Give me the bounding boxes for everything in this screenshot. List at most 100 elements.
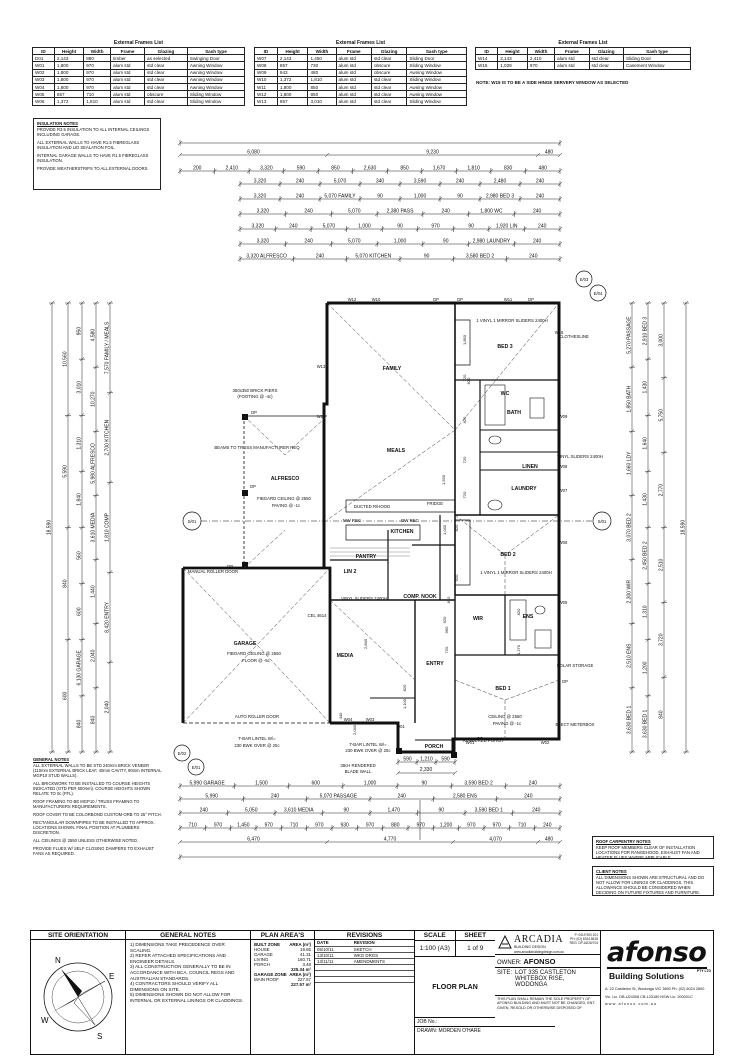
dimension-label: 3,320 <box>254 179 267 185</box>
area-row: 225.34 m² <box>254 967 311 972</box>
inner-dimension-label: 820 <box>454 524 459 531</box>
dimension-label: 240 <box>543 823 552 829</box>
client-notes: CLIENT NOTES ALL DIMENSIONS SHOWN ARE ST… <box>592 866 714 896</box>
annotation-mw-rec: MW REC <box>343 518 361 523</box>
dimension-label: 2,980 LAUNDRY <box>473 239 511 245</box>
title-general-note: 1) DIMENSIONS TAKE PRECEDENCE OVER SCALI… <box>130 942 225 953</box>
revision-cell <box>351 964 414 971</box>
drawn-value: MORDEN O'HARE <box>438 1028 481 1034</box>
room-label-meals: MEALS <box>387 448 406 454</box>
arcadia-sub: BUILDING DESIGN <box>514 945 546 949</box>
dimension-label: 9,230 <box>426 150 439 156</box>
dimension-label: 970 <box>467 823 476 829</box>
dimension-label: 90 <box>457 194 463 200</box>
area-cell: LIVING <box>254 957 269 962</box>
dimension-label: 18,590 <box>47 520 53 536</box>
dimension-label: 970 <box>366 823 375 829</box>
brand-address: A: 22 Castleton St, Wodonga VIC 3690 Ph:… <box>605 987 705 991</box>
dimension-label: 240 <box>456 179 465 185</box>
dimension-label: 600 <box>312 781 321 787</box>
dimension-label: 3,320 <box>260 166 273 172</box>
dimension-label: 3,610 MEDIA <box>91 512 97 542</box>
dimension-label: 5,990 <box>205 794 218 800</box>
dimension-label: 240 <box>538 224 547 230</box>
annotation-vinyl-ldy: VINYL SLIDERS 2400H <box>557 454 603 459</box>
title-general-note: 2) REFER ATTACHED SPECIFICATIONS AND ENG… <box>130 953 226 964</box>
site-row: SITE:LOT 335 CASTLETON WHITEBOX RISE, WO… <box>495 968 600 996</box>
dimension-label: 3,070 BED 2 <box>627 513 633 542</box>
window-label: DP <box>433 297 439 302</box>
general-notes-title: GENERAL NOTES <box>33 757 69 762</box>
dimension-label: 240 <box>304 209 313 215</box>
dimension-label: 90 <box>468 224 474 230</box>
area-row: 227.57 m² <box>254 982 311 987</box>
annotation-tbar1b: 230 BWK OVER @ 25c <box>234 743 280 748</box>
compass-n: N <box>55 956 61 965</box>
area-cell: 41.31 <box>300 952 311 957</box>
roof-carpentry-title: ROOF CARPENTRY NOTES <box>596 839 651 844</box>
frames-cell: std clear <box>588 61 624 70</box>
revision-cell: 13/10/11 <box>315 952 352 959</box>
dimension-label: 6,470 <box>247 837 260 843</box>
room-label-media: MEDIA <box>337 653 354 659</box>
annotation-e03: E/03 <box>580 277 589 282</box>
inner-dimension-label: 920 <box>454 574 459 581</box>
window-label: W14 <box>317 414 326 419</box>
revision-cell <box>351 976 414 983</box>
area-cell: 3.48 <box>302 962 311 967</box>
dimension-label: 5,070 KITCHEN <box>355 254 391 260</box>
owner-label: OWNER: <box>497 960 522 966</box>
dimension-label: 2,380 PASS <box>387 209 415 215</box>
dimension-label: 240 <box>296 194 305 200</box>
revision-cell: WKG DRGS <box>351 952 414 959</box>
dimension-label: 200 <box>193 166 202 172</box>
inner-dimension-label: 720 <box>444 646 449 653</box>
annotation-manual-door: MANUAL ROLLER DOOR <box>188 569 238 574</box>
frames-cell: Swinging Door <box>186 54 246 63</box>
room-label-entry: ENTRY <box>426 661 444 667</box>
annotation-solar: SOLAR STORAGE <box>557 663 594 668</box>
dimension-label: 2,330 <box>420 767 433 773</box>
dimension-label: 7,570 FAMILY / MEALS <box>105 321 111 374</box>
general-note: PROVIDE FLUES W/ SELF CLOSING DAMPERS TO… <box>33 846 154 856</box>
insulation-title: INSULATION NOTES <box>37 121 78 126</box>
dimension-label: 240 <box>524 794 533 800</box>
dimension-label: 240 <box>529 781 538 787</box>
dimension-label: 1,670 <box>433 166 446 172</box>
dimension-label: 4,580 <box>91 329 97 342</box>
inner-dimension-label: 820 <box>516 608 521 615</box>
annotation-tbar1: T-BAR LINTEL W/= <box>238 736 276 741</box>
revision-cell: AMENDMENTS <box>351 958 414 965</box>
dimension-label: 240 <box>271 794 280 800</box>
plan-areas-title: PLAN AREA'S <box>251 931 314 940</box>
brand-sub: Building Solutions <box>609 971 685 981</box>
general-note: ALL CEILINGS @ 2550 UNLESS OTHERWISE NOT… <box>33 838 139 843</box>
dimension-label: 5,070 <box>348 209 361 215</box>
brand-panel: afonso Building Solutions PTY LTD A: 22 … <box>601 931 715 1054</box>
revision-cell <box>315 970 352 977</box>
dimension-label: 240 <box>316 254 325 260</box>
frames-cell: Sliding Window <box>186 97 246 106</box>
dimension-label: 6,080 <box>247 150 260 156</box>
dimension-label: 1,000 <box>414 194 427 200</box>
window-label: W11 <box>504 297 513 302</box>
frames-cell: std clear <box>588 54 624 63</box>
window-label: DP <box>251 410 257 415</box>
dimension-tick <box>535 839 541 845</box>
dimension-label: 240 <box>200 808 209 814</box>
dimension-label: 18,590 <box>681 520 687 536</box>
dimension-label: 2,580 ENS <box>453 794 478 800</box>
dimension-label: 2,040 <box>91 649 97 662</box>
frames-title-2: External Frames List <box>335 40 386 46</box>
room-label-laundry: LAUNDRY <box>511 486 537 492</box>
dimension-label: 1,500 <box>255 781 268 787</box>
annotation-beams: BEAMS TO TRUSS MANUFACTURER REQ <box>214 445 300 450</box>
dimension-tick <box>324 839 330 845</box>
dimension-label: 840 <box>659 710 665 719</box>
window-label: W13 <box>317 364 326 369</box>
